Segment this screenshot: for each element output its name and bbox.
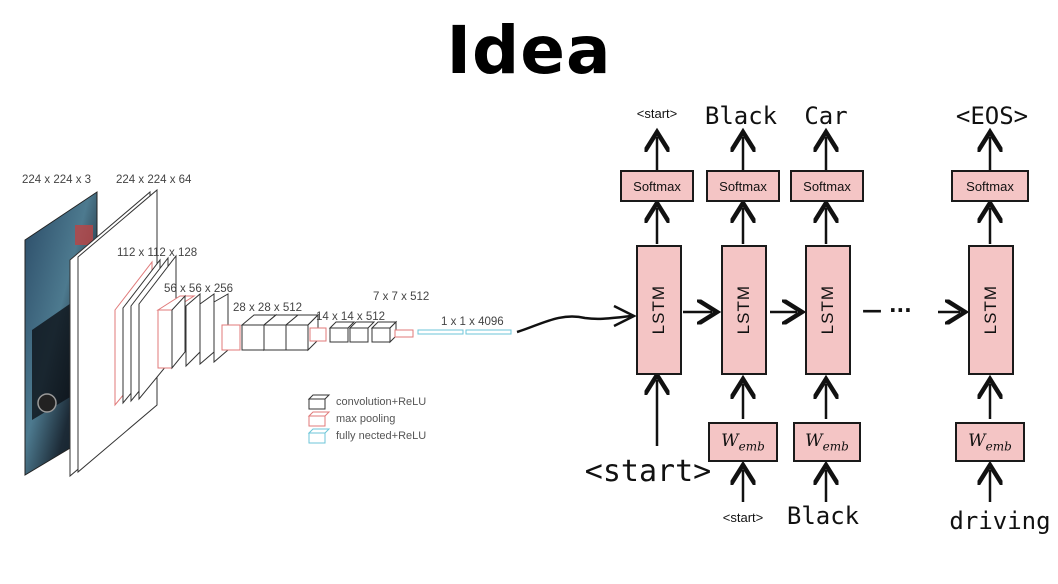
input-token-3: driving [949, 507, 1051, 535]
layer-label-conv4: 28 x 28 x 512 [233, 302, 303, 314]
lstm-label: LSTM [818, 285, 837, 335]
fc-layer-1 [417, 329, 464, 335]
lstm-cell-3: LSTM [805, 245, 851, 375]
lstm-cell-1: LSTM [636, 245, 682, 375]
softmax-label: Softmax [803, 178, 851, 194]
pool-block-3 [221, 324, 241, 351]
wemb-box-3: Wemb [955, 422, 1025, 462]
lstm-label: LSTM [649, 285, 668, 335]
input-token-2: Black [786, 502, 860, 530]
layer-label-conv5: 14 x 14 x 512 [316, 311, 386, 323]
lstm-label: LSTM [734, 285, 753, 335]
layer-label-pool5: 7 x 7 x 512 [373, 291, 430, 303]
legend-fc-label: fully nected+ReLU [336, 430, 427, 442]
legend-pool-label: max pooling [336, 413, 396, 425]
cnn-to-lstm-arrow [516, 314, 633, 334]
page-title: Idea [446, 12, 612, 89]
start-token-handwritten: <start> [584, 454, 712, 489]
wemb-box-2: Wemb [793, 422, 861, 462]
layer-label-input: 224 x 224 x 3 [22, 174, 92, 186]
layer-label-conv2: 112 x 112 x 128 [117, 247, 198, 259]
input-token-1: <start> [722, 510, 764, 525]
softmax-box-3: Softmax [790, 170, 864, 202]
wemb-label: Wemb [805, 430, 849, 454]
pool-block-5 [394, 329, 414, 338]
legend-conv-label: convolution+ReLU [336, 396, 427, 408]
pool-block-4 [309, 327, 327, 342]
softmax-label: Softmax [719, 178, 767, 194]
wemb-label: Wemb [968, 430, 1012, 454]
softmax-label: Softmax [633, 178, 681, 194]
sequence-ellipsis: — ··· [862, 298, 912, 322]
fc-layer-2 [465, 329, 512, 335]
output-token-3: Car [804, 102, 848, 130]
lstm-cell-2: LSTM [721, 245, 767, 375]
layer-label-conv3: 56 x 56 x 256 [164, 283, 234, 295]
layer-label-fc: 1 x 1 x 4096 [441, 316, 504, 328]
softmax-label: Softmax [966, 178, 1014, 194]
output-token-2: Black [704, 102, 778, 130]
output-token-4: <EOS> [955, 102, 1029, 130]
wemb-label: Wemb [721, 430, 765, 454]
softmax-box-4: Softmax [951, 170, 1029, 202]
layer-label-conv1: 224 x 224 x 64 [116, 174, 192, 186]
lstm-cell-4: LSTM [968, 245, 1014, 375]
softmax-box-2: Softmax [706, 170, 780, 202]
softmax-box-1: Softmax [620, 170, 694, 202]
wemb-box-1: Wemb [708, 422, 778, 462]
lstm-label: LSTM [981, 285, 1000, 335]
output-token-1: <start> [636, 106, 678, 121]
